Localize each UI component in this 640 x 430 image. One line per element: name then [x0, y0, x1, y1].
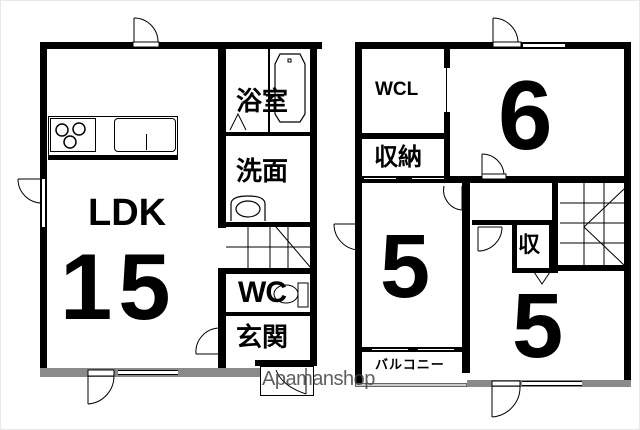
door-swing-room5-left[interactable] [332, 222, 362, 256]
entrance-inner-door[interactable] [194, 326, 224, 360]
door-swing-top-room6[interactable] [491, 16, 523, 48]
ldk-size: 15 [60, 234, 177, 339]
wc-label: WC [238, 276, 287, 309]
balcony-label: バルコニー [375, 357, 445, 372]
floor1-right-wall [310, 42, 317, 364]
washbasin-icon [230, 195, 266, 221]
sink-faucet [146, 134, 147, 150]
room6-top-window [523, 43, 565, 48]
entrance-porch [260, 366, 314, 396]
kitchen-sink [114, 118, 176, 152]
balcony-rail [355, 383, 467, 387]
door-swing-top-ldk[interactable] [132, 16, 162, 48]
wcl-wall-upper [444, 48, 450, 68]
door-swing-left-ldk[interactable] [16, 176, 46, 208]
ldk-partition-upper [218, 42, 226, 228]
door-swing-bottom-ldk[interactable] [86, 369, 118, 410]
stairs-icon-upper [560, 183, 625, 266]
stairs-left-wall [552, 183, 558, 273]
entrance-front-door[interactable] [262, 366, 312, 396]
stairs-icon [226, 226, 312, 269]
wcl-opening[interactable] [446, 68, 447, 112]
bath-label: 浴室 [236, 86, 289, 116]
wcl-label: WCL [375, 79, 419, 100]
bathtub-icon [274, 53, 306, 123]
door-swing-room6-bottom[interactable] [480, 152, 510, 180]
entrance-bottom-wall [255, 360, 317, 366]
storage-door-right[interactable] [412, 177, 444, 180]
ldk-partition-lower [218, 268, 226, 368]
room5-right-bottom-window [522, 381, 582, 386]
wcl-wall-lower [444, 112, 450, 182]
wcl-storage-wall [362, 133, 448, 139]
wash-stairs-wall [226, 222, 312, 227]
room5-partition [462, 183, 470, 373]
room6-size: 6 [498, 60, 553, 170]
balcony-wall [362, 347, 466, 352]
entrance-label: 玄関 [236, 322, 289, 352]
wc-entrance-wall [226, 312, 312, 316]
room5-right-size: 5 [512, 275, 564, 377]
bath-door-icon[interactable] [228, 112, 248, 132]
floor1-top-wall [40, 42, 322, 49]
balcony-window-left [372, 348, 408, 351]
storage-small-label: 収 [518, 232, 541, 257]
balcony-window-right [418, 348, 454, 351]
door-swing-hall-left[interactable] [442, 184, 466, 214]
hallway-wall [472, 220, 552, 225]
ldk-left-window [41, 178, 46, 228]
room5-left-size: 5 [380, 217, 431, 317]
stairs-bottom-wall [558, 265, 626, 271]
door-swing-hall-room5right[interactable] [476, 225, 504, 253]
toilet-icon [273, 282, 309, 308]
washroom-label: 洗面 [236, 156, 289, 186]
apamanshop-watermark: Apamanshop [262, 368, 375, 390]
floor2-right-wall [624, 42, 631, 387]
ldk-bottom-window [118, 370, 178, 375]
washroom-curtain [222, 138, 226, 222]
stove-burner-icon [55, 122, 86, 149]
bathtub-divider [268, 48, 270, 132]
storage-small-box [512, 225, 554, 273]
stairs-wc-wall [218, 268, 312, 274]
floor2-left-wall [355, 42, 362, 387]
storage-door-left[interactable] [364, 177, 396, 180]
kitchen-counter-back [48, 155, 178, 160]
door-swing-bottom-room5right[interactable] [490, 380, 524, 421]
bath-wash-wall [226, 132, 312, 136]
storage-small-door[interactable] [532, 271, 552, 286]
ldk-label: LDK [88, 192, 167, 234]
storage-large-label: 収納 [374, 144, 422, 171]
